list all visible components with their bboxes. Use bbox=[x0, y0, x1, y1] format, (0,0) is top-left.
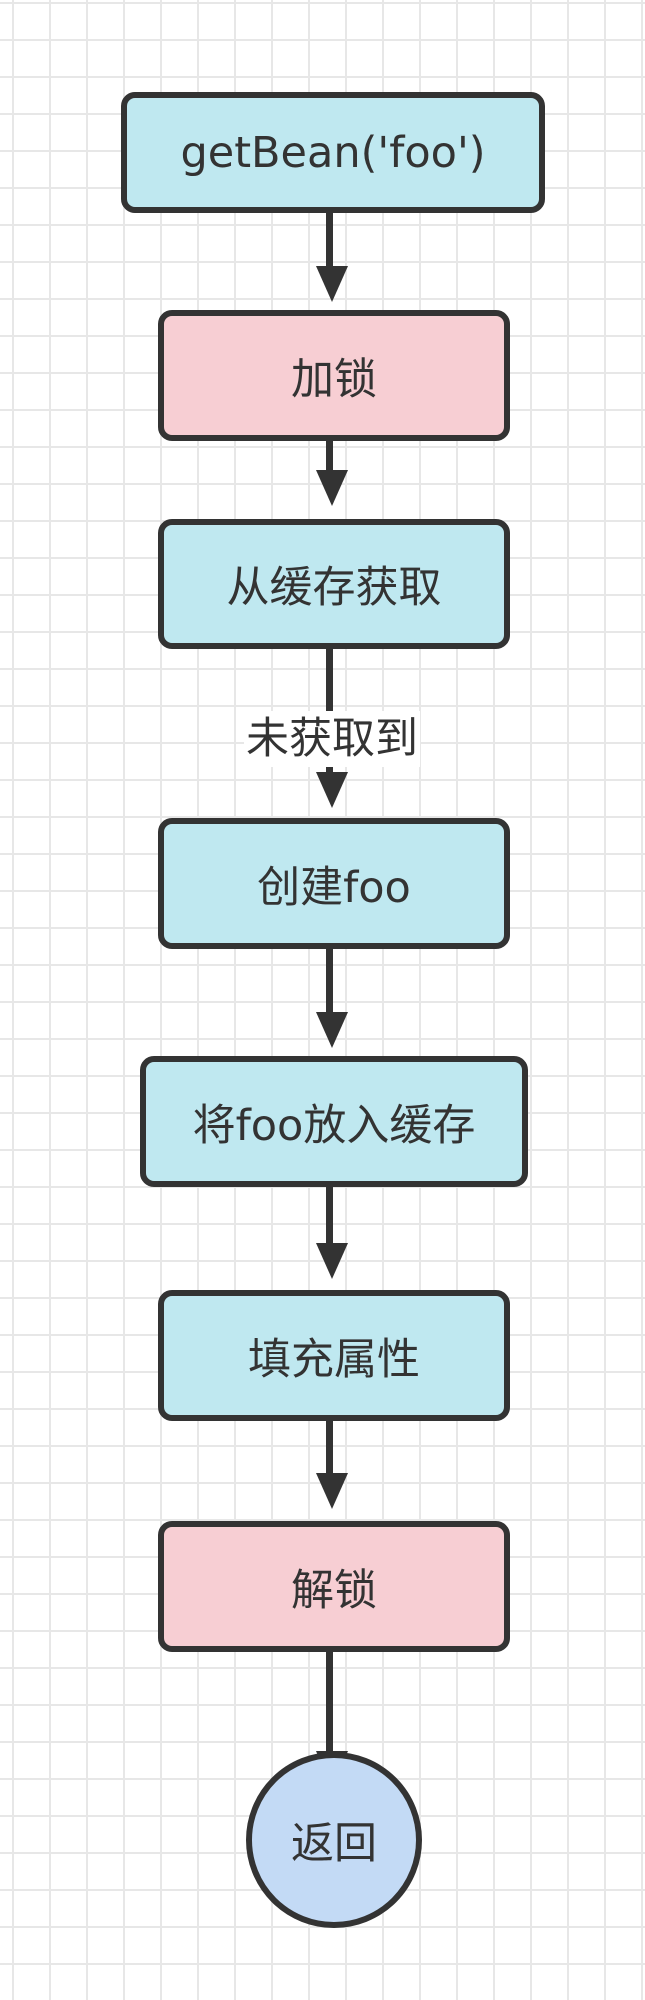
arrowhead-create-foo bbox=[316, 772, 348, 808]
node-return-label: 返回 bbox=[291, 1819, 377, 1869]
node-put-in-cache: 将foo放入缓存 bbox=[140, 1056, 528, 1187]
arrowhead-fill-properties bbox=[316, 1243, 348, 1279]
node-get-from-cache-label: 从缓存获取 bbox=[226, 563, 442, 613]
node-create-foo: 创建foo bbox=[158, 818, 510, 949]
node-getbean: getBean('foo') bbox=[121, 92, 545, 213]
node-put-in-cache-label: 将foo放入缓存 bbox=[192, 1100, 476, 1151]
arrowhead-unlock bbox=[316, 1473, 348, 1509]
edge-lock-to-cache bbox=[325, 438, 333, 470]
edge-cache-to-create bbox=[325, 645, 333, 772]
edge-unlock-to-return bbox=[325, 1648, 333, 1751]
node-getbean-label: getBean('foo') bbox=[180, 127, 486, 178]
node-fill-properties-label: 填充属性 bbox=[248, 1334, 420, 1385]
node-lock-label: 加锁 bbox=[291, 354, 377, 405]
node-get-from-cache: 从缓存获取 bbox=[158, 519, 510, 649]
node-unlock: 解锁 bbox=[158, 1521, 510, 1652]
node-return: 返回 bbox=[246, 1752, 422, 1928]
node-lock: 加锁 bbox=[158, 310, 510, 441]
arrowhead-put-in-cache bbox=[316, 1012, 348, 1048]
arrowhead-lock bbox=[316, 266, 348, 302]
edge-create-to-put bbox=[325, 946, 333, 1012]
edge-getbean-to-lock bbox=[325, 211, 333, 266]
node-fill-properties: 填充属性 bbox=[158, 1290, 510, 1421]
node-create-foo-label: 创建foo bbox=[257, 862, 411, 913]
node-unlock-label: 解锁 bbox=[291, 1565, 377, 1616]
arrowhead-get-from-cache bbox=[316, 470, 348, 506]
edge-fill-to-unlock bbox=[325, 1417, 333, 1473]
edge-put-to-fill bbox=[325, 1183, 333, 1243]
edge-label-not-found: 未获取到 bbox=[244, 711, 420, 767]
